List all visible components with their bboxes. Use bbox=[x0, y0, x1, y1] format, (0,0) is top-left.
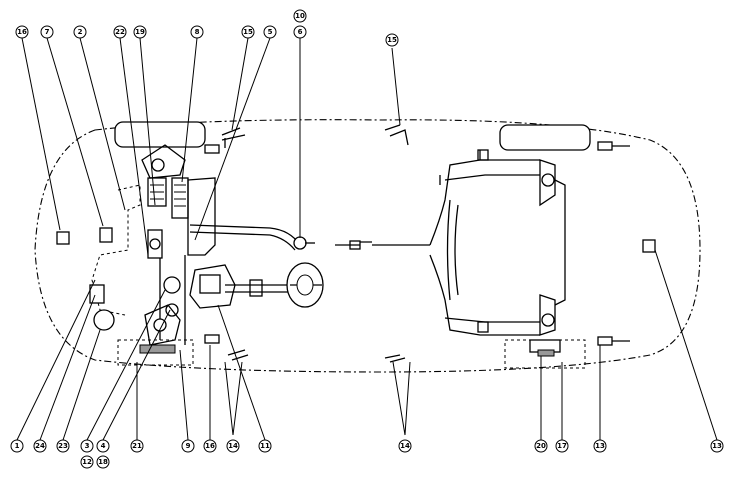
svg-text:5: 5 bbox=[268, 28, 273, 36]
callout-24: 24 bbox=[33, 439, 47, 453]
steering-gear-box bbox=[189, 264, 290, 309]
module-23 bbox=[93, 309, 115, 331]
rear-axle-frame bbox=[429, 149, 566, 357]
callout-14-center: 14 bbox=[398, 439, 412, 453]
svg-text:12: 12 bbox=[82, 458, 92, 466]
callout-17: 17 bbox=[555, 439, 569, 453]
callout-10: 10 bbox=[293, 9, 307, 23]
svg-text:3: 3 bbox=[85, 442, 90, 450]
callout-13-bottom: 13 bbox=[593, 439, 607, 453]
svg-text:15: 15 bbox=[387, 36, 397, 44]
firewall-block bbox=[187, 177, 216, 256]
module-13-right bbox=[642, 239, 656, 253]
callout-23: 23 bbox=[56, 439, 70, 453]
svg-text:14: 14 bbox=[228, 442, 238, 450]
callout-19: 19 bbox=[133, 25, 147, 39]
svg-text:15: 15 bbox=[243, 28, 253, 36]
svg-text:4: 4 bbox=[101, 442, 106, 450]
svg-text:16: 16 bbox=[17, 28, 27, 36]
svg-text:13: 13 bbox=[712, 442, 722, 450]
svg-text:6: 6 bbox=[298, 28, 303, 36]
svg-text:23: 23 bbox=[58, 442, 68, 450]
callout-3: 3 bbox=[80, 439, 94, 453]
svg-text:22: 22 bbox=[115, 28, 125, 36]
leader-lines bbox=[16, 37, 718, 441]
callout-16-bottom: 16 bbox=[203, 439, 217, 453]
module-7 bbox=[99, 227, 113, 243]
callout-13-right: 13 bbox=[710, 439, 724, 453]
svg-text:10: 10 bbox=[295, 12, 305, 20]
svg-text:11: 11 bbox=[260, 442, 270, 450]
callout-4: 4 bbox=[96, 439, 110, 453]
callout-6: 6 bbox=[293, 25, 307, 39]
rear-left-tyre bbox=[499, 124, 591, 151]
svg-text:19: 19 bbox=[135, 28, 145, 36]
svg-text:17: 17 bbox=[557, 442, 567, 450]
vehicle-body-outline bbox=[34, 119, 701, 373]
callout-11: 11 bbox=[258, 439, 272, 453]
svg-text:2: 2 bbox=[78, 28, 83, 36]
callout-22: 22 bbox=[113, 25, 127, 39]
front-crossmember-region bbox=[117, 339, 194, 366]
svg-text:20: 20 bbox=[536, 442, 546, 450]
callout-18: 18 bbox=[96, 455, 110, 469]
callout-12: 12 bbox=[80, 455, 94, 469]
front-sensor-connectors bbox=[204, 127, 249, 361]
callout-9: 9 bbox=[181, 439, 195, 453]
callout-5: 5 bbox=[263, 25, 277, 39]
brake-cable-lines bbox=[189, 224, 430, 251]
svg-text:13: 13 bbox=[595, 442, 605, 450]
rear-sensor-connectors bbox=[597, 141, 630, 346]
svg-text:9: 9 bbox=[186, 442, 191, 450]
module-24 bbox=[89, 284, 105, 304]
callout-7: 7 bbox=[40, 25, 54, 39]
callout-14-left: 14 bbox=[226, 439, 240, 453]
callout-2: 2 bbox=[73, 25, 87, 39]
svg-text:7: 7 bbox=[45, 28, 50, 36]
front-upper-strut-assembly bbox=[141, 144, 189, 219]
svg-text:21: 21 bbox=[132, 442, 142, 450]
svg-text:1: 1 bbox=[15, 442, 20, 450]
callout-15-center: 15 bbox=[385, 33, 399, 47]
center-sensor-connectors bbox=[384, 124, 409, 363]
svg-text:14: 14 bbox=[400, 442, 410, 450]
callout-15-left: 15 bbox=[241, 25, 255, 39]
callout-20: 20 bbox=[534, 439, 548, 453]
svg-text:24: 24 bbox=[35, 442, 45, 450]
front-left-tyre bbox=[114, 121, 206, 148]
module-16-left bbox=[56, 231, 70, 245]
front-lower-assembly bbox=[139, 229, 186, 354]
steering-wheel bbox=[286, 262, 324, 308]
svg-text:18: 18 bbox=[98, 458, 108, 466]
callout-8: 8 bbox=[190, 25, 204, 39]
callout-1: 1 bbox=[10, 439, 24, 453]
callout-21: 21 bbox=[130, 439, 144, 453]
callout-16-top: 16 bbox=[15, 25, 29, 39]
svg-text:16: 16 bbox=[205, 442, 215, 450]
svg-text:8: 8 bbox=[195, 28, 200, 36]
